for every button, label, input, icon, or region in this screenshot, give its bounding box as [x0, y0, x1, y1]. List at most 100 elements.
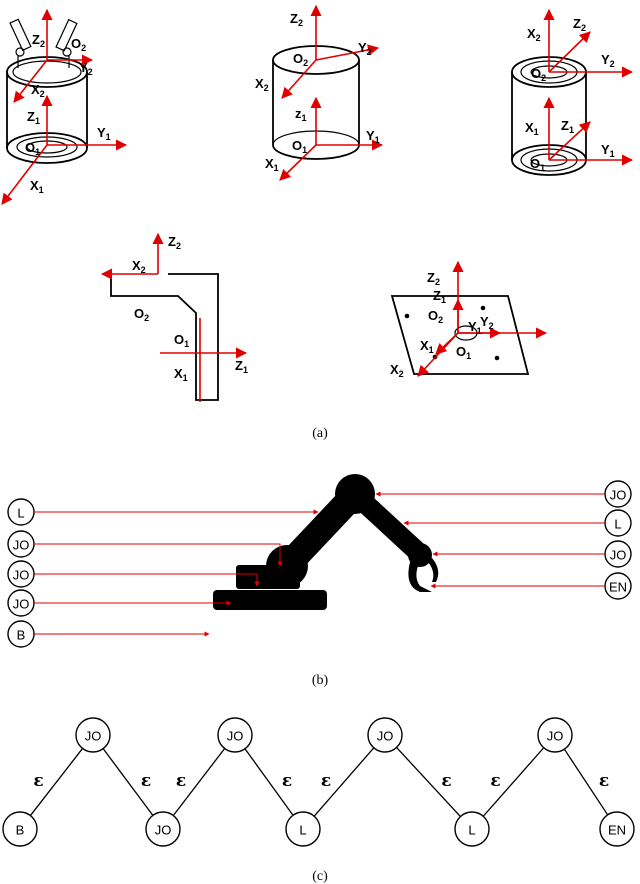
chain-node-l-4-label: L [299, 823, 306, 838]
svg-text:O2: O2 [428, 308, 443, 325]
plate-frame: Z2 Z1 O2 Y1 Y2 X1 O1 X2 [390, 260, 548, 379]
chain-node-en-8: EN [599, 811, 635, 847]
svg-text:X1: X1 [525, 120, 539, 137]
right-node-jo-0: JO [604, 480, 632, 508]
svg-text:O1: O1 [25, 140, 40, 157]
chain-node-en-8-label: EN [608, 823, 626, 838]
chain-edge-5 [396, 747, 461, 817]
svg-text:X2: X2 [132, 258, 146, 275]
chain-edge-4 [313, 747, 375, 817]
epsilon-label-1: ε [141, 771, 151, 791]
panel-b: L JO JO JO B JO L JO EN (b) [7, 474, 632, 688]
caption-a: (a) [312, 426, 328, 441]
chain-edge-2 [172, 748, 226, 816]
chain-node-jo-7-label: JO [547, 729, 564, 744]
chain-node-jo-7: JO [537, 717, 573, 753]
svg-text:Y1: Y1 [97, 125, 111, 142]
svg-text:Y2: Y2 [480, 314, 494, 331]
chain-edge-3 [244, 748, 294, 816]
chain-node-jo-5: JO [367, 717, 403, 753]
right-node-jo-2-label: JO [610, 548, 627, 563]
chain-node-jo-1: JO [75, 717, 111, 753]
svg-text:X1: X1 [174, 366, 188, 383]
svg-text:O2: O2 [531, 66, 546, 83]
right-node-l-1-label: L [614, 517, 621, 532]
svg-text:Z1: Z1 [235, 358, 248, 375]
left-node-jo-1: JO [7, 530, 35, 558]
l-bar-frame: Z2 X2 O2 O1 X1 Z1 [100, 232, 248, 402]
svg-text:Z2: Z2 [168, 234, 181, 251]
svg-text:X1: X1 [265, 156, 279, 173]
svg-text:X2: X2 [390, 362, 404, 379]
svg-text:O1: O1 [292, 138, 307, 155]
svg-text:Z1: Z1 [27, 109, 40, 126]
svg-text:O1: O1 [456, 344, 471, 361]
chain-node-b-0-label: B [16, 823, 25, 838]
svg-text:Y2: Y2 [358, 40, 372, 57]
epsilon-label-6: ε [490, 771, 500, 791]
svg-text:z1: z1 [295, 106, 307, 123]
svg-text:Z2: Z2 [290, 11, 303, 28]
svg-text:X1: X1 [30, 178, 44, 195]
chain-edge-7 [563, 748, 609, 816]
ringed-cylinder-frame: X2 Z2 Y2 O2 X1 Z1 Y1 O1 [511, 8, 634, 176]
chain-node-jo-3-label: JO [227, 729, 244, 744]
epsilon-label-0: ε [33, 771, 43, 791]
left-node-jo-3: JO [7, 589, 35, 617]
left-node-l-0: L [7, 498, 35, 526]
epsilon-label-2: ε [176, 771, 186, 791]
right-node-jo-0-label: JO [610, 488, 627, 503]
left-node-jo-2-label: JO [13, 568, 30, 583]
svg-text:Y1: Y1 [366, 128, 380, 145]
svg-text:Z1: Z1 [561, 118, 574, 135]
left-arrow-1 [34, 543, 283, 567]
svg-text:Z1: Z1 [433, 288, 446, 305]
svg-text:Z2: Z2 [573, 16, 586, 33]
left-node-b-4-label: B [17, 628, 26, 643]
right-node-en-3: EN [604, 572, 632, 600]
left-node-jo-3-label: JO [13, 597, 30, 612]
svg-text:X2: X2 [31, 82, 45, 99]
chain-node-l-6-label: L [468, 823, 475, 838]
gripper-cylinder-frame: Z2 O2 Y2 X2 Z1 Y1 O1 X1 [1, 8, 128, 205]
left-node-b-4: B [7, 620, 35, 648]
svg-text:O2: O2 [71, 36, 86, 53]
svg-text:Y2: Y2 [601, 52, 615, 69]
panel-b-right-nodes: JO L JO EN [375, 480, 632, 600]
left-node-jo-1-label: JO [13, 538, 30, 553]
chain-node-jo-3: JO [217, 717, 253, 753]
svg-text:Z2: Z2 [427, 270, 440, 287]
chain-node-jo-2-label: JO [155, 823, 172, 838]
chain-node-l-4: L [285, 811, 321, 847]
chain-node-l-6: L [454, 811, 490, 847]
caption-b: (b) [312, 673, 329, 688]
chain-node-jo-5-label: JO [377, 729, 394, 744]
svg-text:Y1: Y1 [601, 142, 615, 159]
chain-node-jo-2: JO [145, 811, 181, 847]
svg-text:O2: O2 [293, 51, 308, 68]
left-arrow-2 [34, 573, 260, 587]
chain-edge-6 [482, 747, 545, 817]
robot-arm-silhouette [213, 474, 439, 610]
panel-a: Z2 O2 Y2 X2 Z1 Y1 O1 X1 Z2 Y2 O2 X2 [1, 4, 634, 441]
chain-node-b-0: B [2, 811, 38, 847]
svg-text:Y2: Y2 [79, 60, 93, 77]
right-node-l-1: L [604, 509, 632, 537]
chain-node-jo-1-label: JO [85, 729, 102, 744]
svg-text:X2: X2 [527, 26, 541, 43]
epsilon-label-5: ε [441, 771, 451, 791]
svg-text:X1: X1 [420, 338, 434, 355]
left-node-l-0-label: L [17, 506, 24, 521]
epsilon-label-7: ε [599, 771, 609, 791]
svg-text:O1: O1 [174, 332, 189, 349]
svg-text:Z2: Z2 [32, 32, 45, 49]
svg-text:Y1: Y1 [468, 319, 482, 336]
epsilon-label-4: ε [321, 771, 331, 791]
caption-c: (c) [312, 869, 328, 884]
right-node-jo-2: JO [604, 540, 632, 568]
chain-edge-1 [102, 748, 154, 816]
svg-text:O2: O2 [134, 306, 149, 323]
